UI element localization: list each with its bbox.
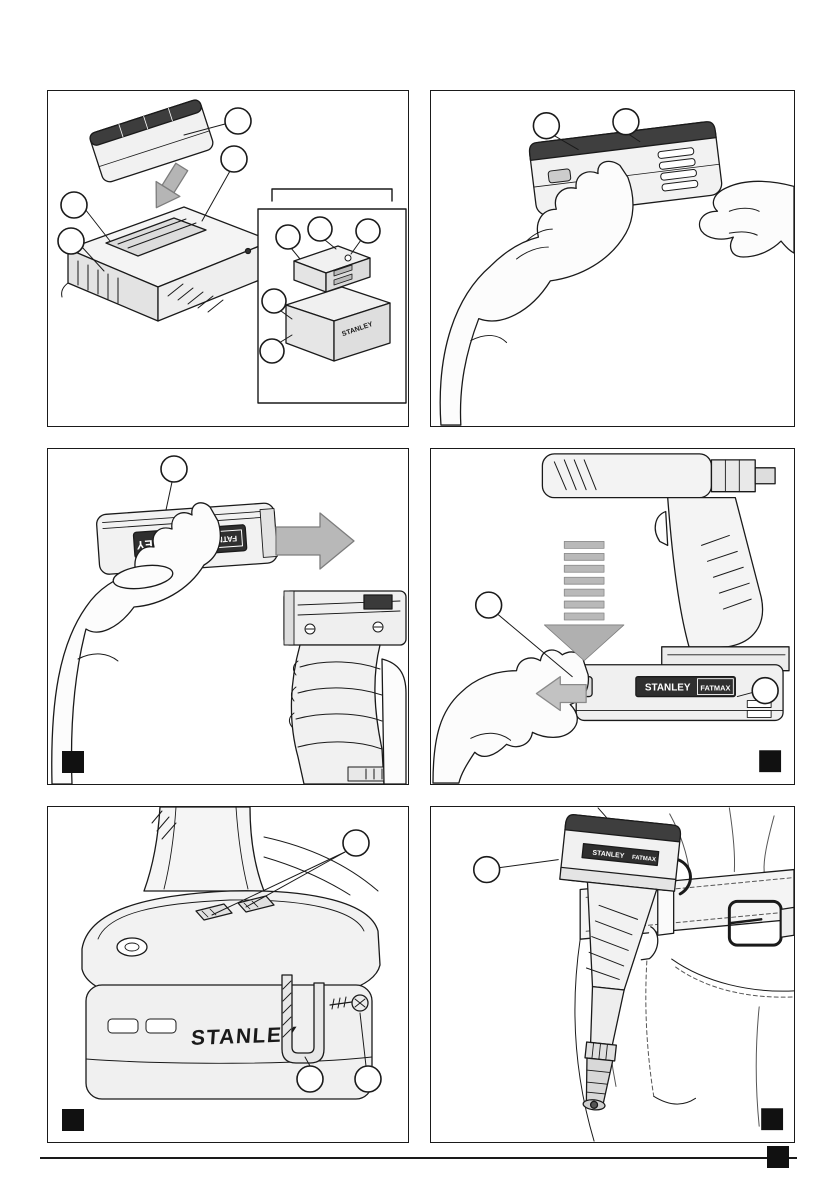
slide-right-arrow-icon bbox=[275, 512, 355, 570]
panel-d-illustration: STANLEY FATMAX bbox=[432, 453, 790, 784]
panel-b-illustration bbox=[439, 108, 794, 426]
brand-sub-label: FATMAX bbox=[700, 684, 730, 693]
brand-label: STANLEY bbox=[592, 850, 625, 860]
callout-marker bbox=[472, 855, 559, 884]
footer-rule bbox=[40, 1157, 797, 1159]
insert-arrow-icon bbox=[155, 162, 189, 209]
tool-handle bbox=[283, 590, 407, 784]
panel-e-illustration: STANLEY bbox=[62, 807, 382, 1131]
left-hand bbox=[432, 649, 590, 784]
figure-panel-drill-on-belt: STANLEY FATMAX bbox=[430, 806, 795, 1143]
charger-led bbox=[244, 247, 252, 255]
callout-marker bbox=[307, 216, 337, 250]
hanging-drill: STANLEY FATMAX bbox=[559, 814, 692, 1111]
callout-marker bbox=[183, 107, 252, 136]
figure-panel-charger: STANLEY bbox=[47, 90, 409, 427]
figure-panel-hands-adapter bbox=[430, 90, 795, 427]
panel-a-illustration: STANLEY bbox=[57, 99, 407, 404]
belt-hook-clip bbox=[281, 974, 325, 1064]
panel-c-illustration: STANLEY FATMAX bbox=[51, 455, 407, 784]
page-number-block bbox=[767, 1146, 789, 1168]
screw-icon bbox=[304, 623, 316, 635]
corner-marker bbox=[761, 1108, 784, 1131]
inset-battery: STANLEY bbox=[285, 286, 391, 362]
callout-marker bbox=[474, 591, 573, 678]
tool-base bbox=[81, 890, 381, 1006]
thumb bbox=[112, 564, 174, 590]
usb-port bbox=[547, 168, 572, 184]
panel-f-illustration: STANLEY FATMAX bbox=[472, 807, 794, 1142]
trigger bbox=[640, 926, 659, 961]
corner-marker bbox=[62, 751, 84, 773]
chuck bbox=[585, 1057, 614, 1105]
callout-marker bbox=[532, 112, 579, 151]
corner-marker bbox=[759, 750, 782, 773]
tool-neck bbox=[143, 807, 379, 896]
callout-marker bbox=[296, 1056, 324, 1093]
callout-marker bbox=[60, 191, 111, 242]
screw-icon bbox=[329, 994, 369, 1012]
adapter-button bbox=[344, 254, 352, 262]
callout-marker bbox=[275, 224, 301, 260]
callout-marker bbox=[259, 334, 293, 364]
belt-hook bbox=[676, 858, 692, 896]
brand-label: STANLEY bbox=[645, 683, 691, 694]
press-down-arrow-icon bbox=[543, 541, 625, 662]
callout-marker bbox=[160, 455, 188, 511]
left-hand bbox=[51, 502, 221, 784]
battery-pack bbox=[89, 99, 214, 183]
connector-block bbox=[363, 594, 393, 610]
figure-panel-remove-battery: STANLEY FATMAX bbox=[430, 448, 795, 785]
left-hand bbox=[439, 160, 634, 426]
brand-sub-label: FATMAX bbox=[632, 855, 657, 863]
trigger bbox=[654, 510, 669, 547]
callout-marker bbox=[736, 676, 779, 705]
figure-panel-insert-battery: STANLEY FATMAX bbox=[47, 448, 409, 785]
callout-marker bbox=[211, 829, 370, 916]
screw-icon bbox=[372, 621, 384, 633]
brand-label: STANLEY bbox=[190, 1023, 298, 1050]
drill-body bbox=[541, 453, 790, 672]
callout-marker bbox=[261, 288, 293, 320]
figure-panel-belt-hook-detail: STANLEY bbox=[47, 806, 409, 1143]
battery-pack: STANLEY bbox=[85, 984, 373, 1100]
charger-vents bbox=[77, 260, 119, 304]
charger-hatch bbox=[167, 283, 224, 313]
gripping-hand bbox=[288, 658, 407, 784]
callout-marker bbox=[354, 1012, 382, 1093]
battery-charger bbox=[61, 206, 273, 322]
corner-marker bbox=[62, 1109, 84, 1131]
callout-marker bbox=[57, 227, 105, 272]
callout-marker bbox=[350, 218, 381, 255]
usb-adapter bbox=[293, 245, 371, 293]
right-hand bbox=[698, 180, 794, 258]
callout-marker bbox=[612, 108, 641, 143]
release-arrow-icon bbox=[535, 676, 587, 712]
callout-marker bbox=[201, 145, 248, 222]
inset-box: STANLEY bbox=[257, 188, 407, 404]
